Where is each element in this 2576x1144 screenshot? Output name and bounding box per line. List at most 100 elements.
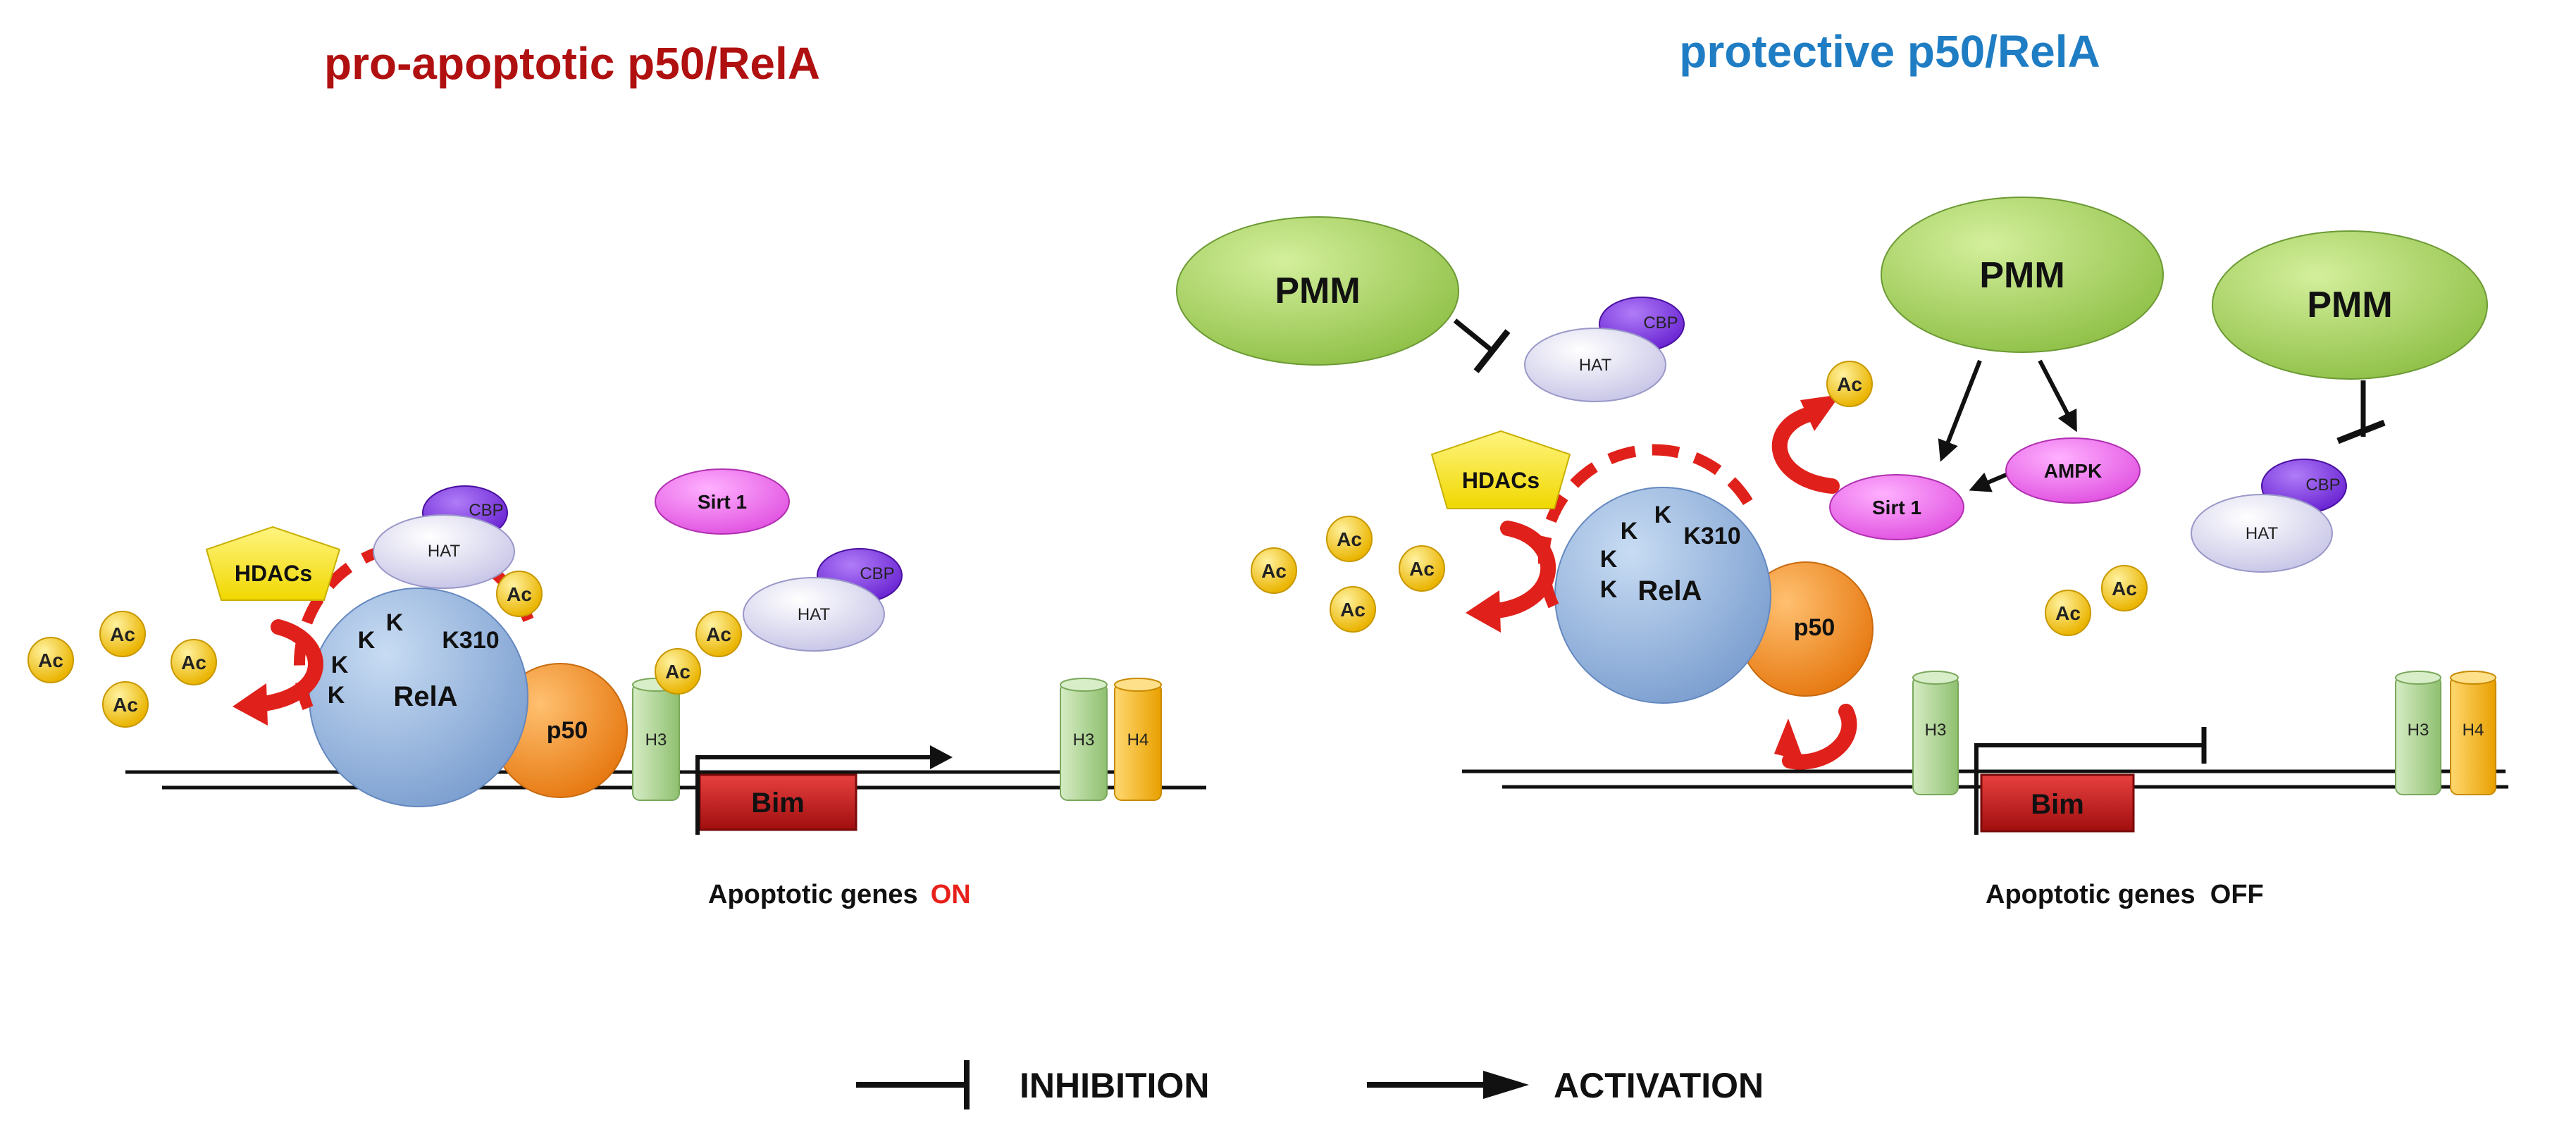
lysine-label: K	[1654, 502, 1672, 528]
hat-protein	[1524, 328, 1666, 402]
svg-text:Ac: Ac	[507, 583, 532, 605]
pmm-node-center	[1881, 197, 2164, 353]
lysine-label: K	[328, 682, 345, 709]
status-left-prefix: Apoptotic genes	[708, 880, 918, 909]
acetyl-group: Ac	[655, 648, 701, 695]
transcription-arrow-on	[695, 755, 937, 835]
pmm-node-left	[1176, 216, 1459, 366]
sirt1-label: Sirt 1	[1872, 497, 1921, 518]
rela-label: RelA	[393, 681, 457, 712]
cbp-label: CBP	[2305, 475, 2340, 495]
title-left: pro-apoptotic p50/RelA	[324, 38, 820, 89]
pmm-label: PMM	[1275, 271, 1360, 311]
lysine-label: K	[1600, 546, 1618, 573]
sirt1-label: Sirt 1	[698, 491, 747, 513]
legend: INHIBITION ACTIVATION	[856, 1060, 1764, 1109]
lysine-label: K	[386, 609, 404, 636]
hdacs-label: HDACs	[1462, 468, 1540, 493]
status-left: Apoptotic genes ON	[708, 880, 971, 909]
cbp-label: CBP	[860, 564, 894, 583]
acetyl-group: Ac	[496, 571, 543, 617]
svg-text:Ac: Ac	[181, 652, 206, 673]
svg-text:Ac: Ac	[706, 623, 731, 645]
t-bar-icon	[1473, 329, 1511, 373]
curved-arrow-icon	[1774, 704, 1857, 770]
inhibition-edge-pmm-hat	[1453, 318, 1494, 353]
curved-arrow-icon	[1466, 521, 1556, 633]
lysine-label: K	[1600, 576, 1618, 603]
hdacs-label: HDACs	[235, 561, 312, 586]
cbp-label: CBP	[469, 501, 503, 520]
rela-label: RelA	[1637, 576, 1702, 607]
bim-label: Bim	[751, 788, 805, 819]
activation-edge-ampk-sirt1	[1969, 471, 2011, 492]
h3-label: H3	[2408, 721, 2429, 740]
h4-label: H4	[1127, 730, 1149, 750]
svg-text:Ac: Ac	[38, 649, 63, 671]
acetyl-group: Ac	[1326, 516, 1373, 562]
left-panel: Bim H3 H3 H4 p50 RelA K K K K K310 CBP	[27, 468, 1206, 909]
hat-label: HAT	[798, 605, 831, 624]
h3-label: H3	[1925, 721, 1947, 740]
lysine-k310-label: K310	[1683, 523, 1740, 549]
activation-edge-pmm-ampk	[2038, 359, 2077, 433]
acetyl-group: Ac	[695, 611, 742, 657]
acetyl-group: Ac	[2045, 590, 2091, 636]
hat-protein	[2191, 494, 2333, 573]
t-bar-icon	[2336, 419, 2386, 444]
p50-label: p50	[547, 717, 588, 744]
legend-activation-label: ACTIVATION	[1554, 1066, 1764, 1105]
hdacs-complex	[205, 526, 341, 601]
acetyl-group: Ac	[1251, 547, 1297, 594]
svg-text:Ac: Ac	[1837, 373, 1862, 395]
acetyl-group: Ac	[27, 637, 74, 683]
svg-text:Ac: Ac	[1261, 560, 1287, 582]
curved-arrow-icon	[233, 619, 323, 726]
lysine-label: K	[1621, 518, 1638, 545]
acetyl-group: Ac	[1399, 545, 1445, 592]
hat-label: HAT	[2246, 524, 2279, 543]
status-left-on: ON	[931, 880, 971, 909]
svg-text:Ac: Ac	[110, 623, 135, 645]
right-panel: Bim H3 H3 H4 p50 RelA K K K K K310 HDACs	[1176, 197, 2508, 909]
arrow-icon	[930, 745, 953, 769]
cbp-label: CBP	[1643, 313, 1678, 332]
pmm-node-right	[2212, 230, 2488, 380]
sirt1-protein	[1829, 474, 1964, 540]
status-right: Apoptotic genes OFF	[1986, 880, 2264, 909]
acetyl-group: Ac	[1826, 361, 1873, 407]
svg-text:Ac: Ac	[665, 661, 691, 683]
acetyl-group: Ac	[102, 681, 149, 728]
acetyl-group: Ac	[99, 611, 146, 657]
hat-protein	[373, 514, 515, 589]
svg-text:Ac: Ac	[113, 694, 138, 716]
h3-label: H3	[1073, 730, 1095, 750]
arrow-icon	[1483, 1071, 1529, 1099]
p50-label: p50	[1794, 614, 1835, 641]
ampk-protein	[2005, 437, 2141, 504]
hat-protein	[743, 577, 885, 652]
acetyl-group: Ac	[1330, 586, 1376, 633]
pmm-label: PMM	[1979, 255, 2064, 296]
acetyl-group: Ac	[2101, 565, 2148, 611]
svg-text:Ac: Ac	[2055, 602, 2081, 624]
lysine-label: K	[358, 627, 376, 654]
title-right: protective p50/RelA	[1679, 26, 2100, 77]
svg-text:Ac: Ac	[1409, 558, 1435, 580]
activation-edge-pmm-sirt1	[1938, 359, 1982, 462]
svg-text:Ac: Ac	[1340, 599, 1366, 621]
svg-text:Ac: Ac	[2112, 578, 2137, 599]
ampk-label: AMPK	[2044, 460, 2102, 482]
h3-label: H3	[645, 730, 667, 750]
legend-inhibition-label: INHIBITION	[1020, 1066, 1209, 1105]
sirt1-protein	[655, 468, 790, 535]
lysine-k310-label: K310	[442, 627, 499, 654]
transcription-blocked	[1974, 743, 2204, 835]
acetyl-group: Ac	[171, 639, 217, 685]
lysine-label: K	[331, 652, 349, 678]
curved-arrow-icon	[1771, 394, 1840, 494]
h4-label: H4	[2463, 721, 2484, 740]
pmm-label: PMM	[2307, 285, 2392, 325]
hat-label: HAT	[1579, 356, 1612, 375]
